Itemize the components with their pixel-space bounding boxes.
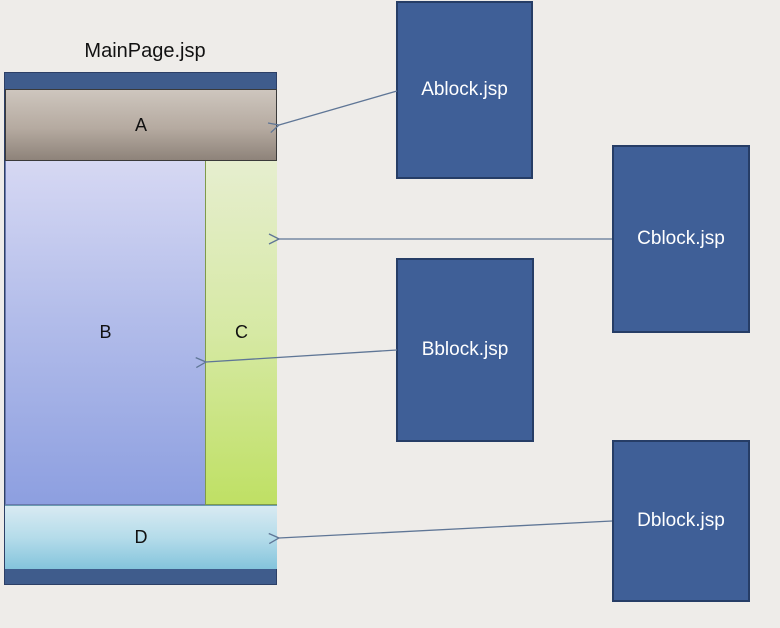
ablock-jsp-box: Ablock.jsp [396, 1, 533, 179]
main-page-title: MainPage.jsp [84, 40, 206, 62]
region-b: B [5, 161, 205, 505]
arrow-ablock-to-a [279, 90, 398, 125]
bblock-jsp-box: Bblock.jsp [396, 258, 534, 442]
region-c: C [205, 161, 277, 505]
region-d: D [5, 505, 277, 569]
arrow-dblock-to-d [279, 520, 613, 538]
dblock-jsp-box: Dblock.jsp [612, 440, 750, 602]
region-a: A [5, 89, 277, 161]
arrow-bblock-to-b [206, 349, 398, 362]
cblock-jsp-box: Cblock.jsp [612, 145, 750, 333]
